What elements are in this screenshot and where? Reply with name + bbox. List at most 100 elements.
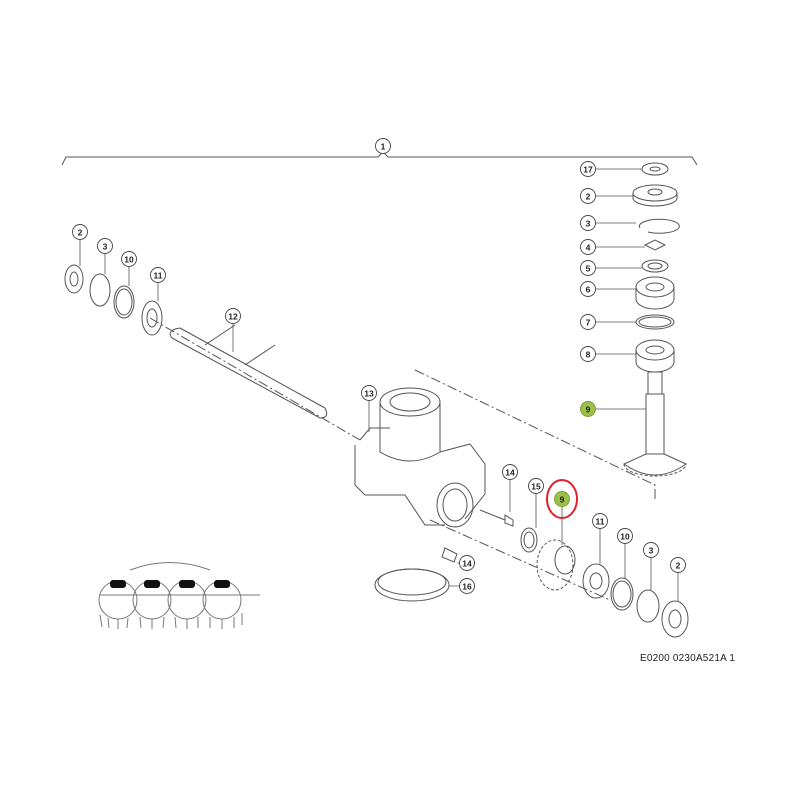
- callout-label: 17: [583, 165, 593, 175]
- callout-3[interactable]: 3: [580, 215, 596, 231]
- part-10-left-ring: [113, 285, 135, 319]
- callout-label: 16: [462, 582, 472, 592]
- callout-circle: [72, 224, 88, 240]
- callout-circle: [150, 267, 166, 283]
- callout-circle: [121, 251, 137, 267]
- callout-13[interactable]: 13: [361, 385, 377, 401]
- part-2-left-washer: [64, 264, 84, 294]
- callout-10[interactable]: 10: [121, 251, 137, 267]
- part-16-o-ring: [374, 568, 450, 602]
- callout-label: 10: [620, 532, 630, 542]
- callout-7[interactable]: 7: [580, 314, 596, 330]
- part-14-bolt: [479, 509, 514, 527]
- part-8-bearing: [635, 339, 675, 373]
- callout-circle: [459, 555, 475, 571]
- callout-circle: [502, 464, 518, 480]
- callout-3[interactable]: 3: [643, 542, 659, 558]
- callout-1[interactable]: 1: [375, 138, 391, 154]
- callout-circle: [97, 238, 113, 254]
- part-3-circlip: [636, 589, 660, 623]
- callout-9[interactable]: 9: [546, 479, 578, 519]
- callout-label: 11: [154, 271, 163, 281]
- assembly-bracket: [61, 151, 698, 166]
- callout-label: 5: [586, 264, 591, 274]
- callout-16[interactable]: 16: [459, 578, 475, 594]
- callout-12[interactable]: 12: [225, 308, 241, 324]
- callout-2[interactable]: 2: [72, 224, 88, 240]
- part-2-washer: [632, 184, 678, 207]
- callout-14[interactable]: 14: [459, 555, 475, 571]
- callout-9[interactable]: 9: [580, 401, 596, 417]
- callout-6[interactable]: 6: [580, 281, 596, 297]
- callout-label: 2: [586, 192, 591, 202]
- callout-label: 11: [596, 517, 605, 527]
- callout-17[interactable]: 17: [580, 161, 596, 177]
- callout-circle: [225, 308, 241, 324]
- part-11-left-bearing: [141, 300, 163, 336]
- callout-8[interactable]: 8: [580, 346, 596, 362]
- drawing-code: E0200 0230A521A 1: [640, 653, 736, 664]
- callout-label: 3: [649, 546, 654, 556]
- part-11-bearing: [582, 563, 610, 599]
- callout-label: 15: [531, 482, 541, 492]
- callout-11[interactable]: 11: [150, 267, 166, 283]
- part-2-washer: [661, 600, 689, 638]
- callout-circle: [459, 578, 475, 594]
- callout-label: 14: [505, 468, 515, 478]
- callout-circle: [580, 215, 596, 231]
- callout-label: 4: [586, 243, 591, 253]
- part-15-bearing-race: [520, 527, 538, 553]
- callout-circle: [580, 346, 596, 362]
- callout-15[interactable]: 15: [528, 478, 544, 494]
- part-4-ring: [643, 239, 667, 251]
- callout-label: 14: [462, 559, 472, 569]
- callout-circle: [580, 161, 596, 177]
- axis-line: [149, 317, 656, 601]
- part-17-seal: [641, 162, 669, 176]
- callout-label: 13: [364, 389, 374, 399]
- part-9-bevel-gear-shaft: [623, 371, 687, 477]
- callout-11[interactable]: 11: [592, 513, 608, 529]
- callout-2[interactable]: 2: [670, 557, 686, 573]
- part-3-left-circlip: [89, 273, 111, 307]
- callout-circle: [670, 557, 686, 573]
- part-5-seal: [641, 259, 669, 273]
- callout-label: 9: [560, 495, 565, 505]
- callout-3[interactable]: 3: [97, 238, 113, 254]
- callout-circle: [643, 542, 659, 558]
- callout-label: 3: [586, 219, 591, 229]
- callout-circle: [528, 478, 544, 494]
- callout-label: 2: [676, 561, 681, 571]
- callout-14[interactable]: 14: [502, 464, 518, 480]
- callout-label: 12: [228, 312, 238, 322]
- callout-label: 9: [586, 405, 591, 415]
- callout-label: 8: [586, 350, 591, 360]
- callout-circle: [375, 138, 391, 154]
- leader-lines: [79, 168, 679, 601]
- part-3-circlip: [638, 218, 680, 234]
- callout-2[interactable]: 2: [580, 188, 596, 204]
- part-6-bearing: [635, 276, 675, 310]
- callout-circle: [580, 260, 596, 276]
- callout-circle: [580, 188, 596, 204]
- part-10-ring: [610, 577, 634, 611]
- callout-5[interactable]: 5: [580, 260, 596, 276]
- callout-label: 10: [124, 255, 134, 265]
- part-14-plug: [441, 547, 458, 563]
- callout-10[interactable]: 10: [617, 528, 633, 544]
- selection-ring: [546, 479, 578, 519]
- callout-4[interactable]: 4: [580, 239, 596, 255]
- part-9-pinion-gear: [536, 539, 576, 591]
- callout-label: 6: [586, 285, 591, 295]
- part-12-shaft: [169, 324, 328, 419]
- callout-label: 1: [381, 142, 386, 152]
- callout-circle: [580, 314, 596, 330]
- callout-circle: [361, 385, 377, 401]
- part-13-gearbox-housing: [354, 387, 486, 528]
- mower-overview-thumbnail: [98, 562, 260, 629]
- callout-circle: [592, 513, 608, 529]
- callout-circle: [580, 281, 596, 297]
- callout-circle: [580, 239, 596, 255]
- callout-label: 2: [78, 228, 83, 238]
